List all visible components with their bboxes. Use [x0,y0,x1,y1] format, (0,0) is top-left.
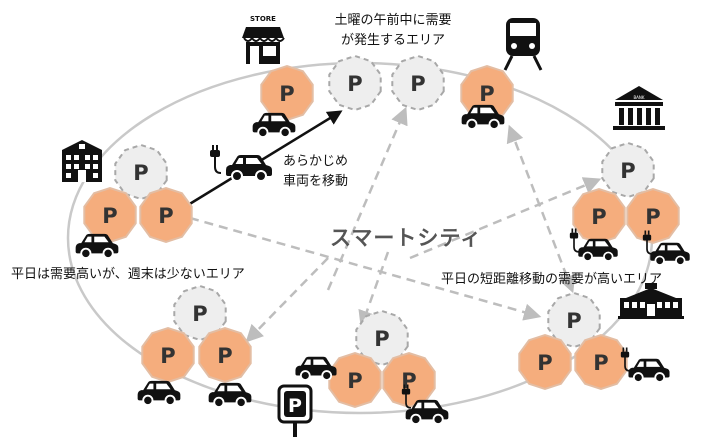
parking-spot-letter: P [593,351,608,375]
ev-charger-icon [209,145,221,174]
parking-sign-letter: P [288,395,302,417]
parking-spot-letter: P [158,204,173,228]
flow-arrow [358,251,390,329]
parking-spot-letter: P [160,344,175,368]
bank-icon: BANK [613,86,665,130]
parking-spot-occupied: P [574,333,628,391]
parking-spot-occupied: P [572,187,626,245]
parking-spot-letter: P [537,351,552,375]
relocate-note-line-1: あらかじめ [283,154,349,169]
parking-spot-empty: P [391,54,445,112]
parking-spot-occupied: P [328,351,382,409]
relocate-note-line-2: 車両を移動 [283,174,349,189]
train-icon [503,18,543,71]
flow-arrow [245,257,329,343]
car-icon [650,241,690,265]
car-icon [295,355,337,380]
car-icon [137,379,181,405]
parking-spot-letter: P [620,159,635,183]
parking-spot-occupied: P [139,186,193,244]
parking-spot-letter: P [591,205,606,229]
store-icon: STORE [242,15,285,64]
parking-spot-letter: P [347,72,362,96]
center-label: スマートシティ [330,226,483,250]
parking-spot-letter: P [645,205,660,229]
car-icon [628,357,670,382]
parking-spot-empty: P [173,284,227,342]
store-sign: STORE [250,15,276,23]
parking-spot-occupied: P [83,186,137,244]
parking-spot-occupied: P [518,333,572,391]
parking-spot-letter: P [102,204,117,228]
parking-spot-empty: P [328,54,382,112]
parking-spot-letter: P [374,327,389,351]
parking-spot-occupied: P [198,326,252,384]
parking-spot-letter: P [410,72,425,96]
saturday-area-line-2: が発生するエリア [340,33,445,48]
car-icon [208,381,252,407]
ev-charger-icon [569,228,579,253]
parking-spot-occupied: P [382,351,436,409]
weekday-area-label: 平日は需要高いが、週末は少ないエリア [11,267,245,282]
parking-spot-empty: P [114,143,168,201]
flow-arrow [506,124,576,294]
saturday-area-line-1: 土曜の午前中に需要 [334,13,452,28]
demand-flow-arrows [189,106,602,343]
car-icon [578,237,618,261]
parking-spot-empty: P [547,291,601,349]
parking-spot-empty: P [355,309,409,367]
parking-spot-letter: P [479,82,494,106]
parking-spot-letter: P [217,344,232,368]
parking-spot-letter: P [192,302,207,326]
parking-spot-letter: P [279,82,294,106]
relocate-note: あらかじめ 車両を移動 [283,152,348,192]
relocation-arrow [187,110,343,207]
saturday-area-label: 土曜の午前中に需要 が発生するエリア [314,11,472,51]
parking-spot-letter: P [566,309,581,333]
flow-arrow [326,106,408,291]
bank-sign: BANK [633,95,644,100]
parking-spot-letter: P [347,369,362,393]
parking-spot-occupied: P [626,187,680,245]
station-building-icon [618,283,684,319]
parking-spot-letter: P [133,161,148,185]
parking-spot-occupied: P [141,326,195,384]
parking-spot-occupied: P [260,64,314,122]
short-trip-area-label: 平日の短距離移動の需要が高いエリア [441,272,663,287]
flow-arrow [189,216,542,321]
hospital-icon [62,140,102,182]
flow-arrow [409,177,602,260]
parking-sign-icon: P [277,384,313,437]
parking-spot-empty: P [601,141,655,199]
